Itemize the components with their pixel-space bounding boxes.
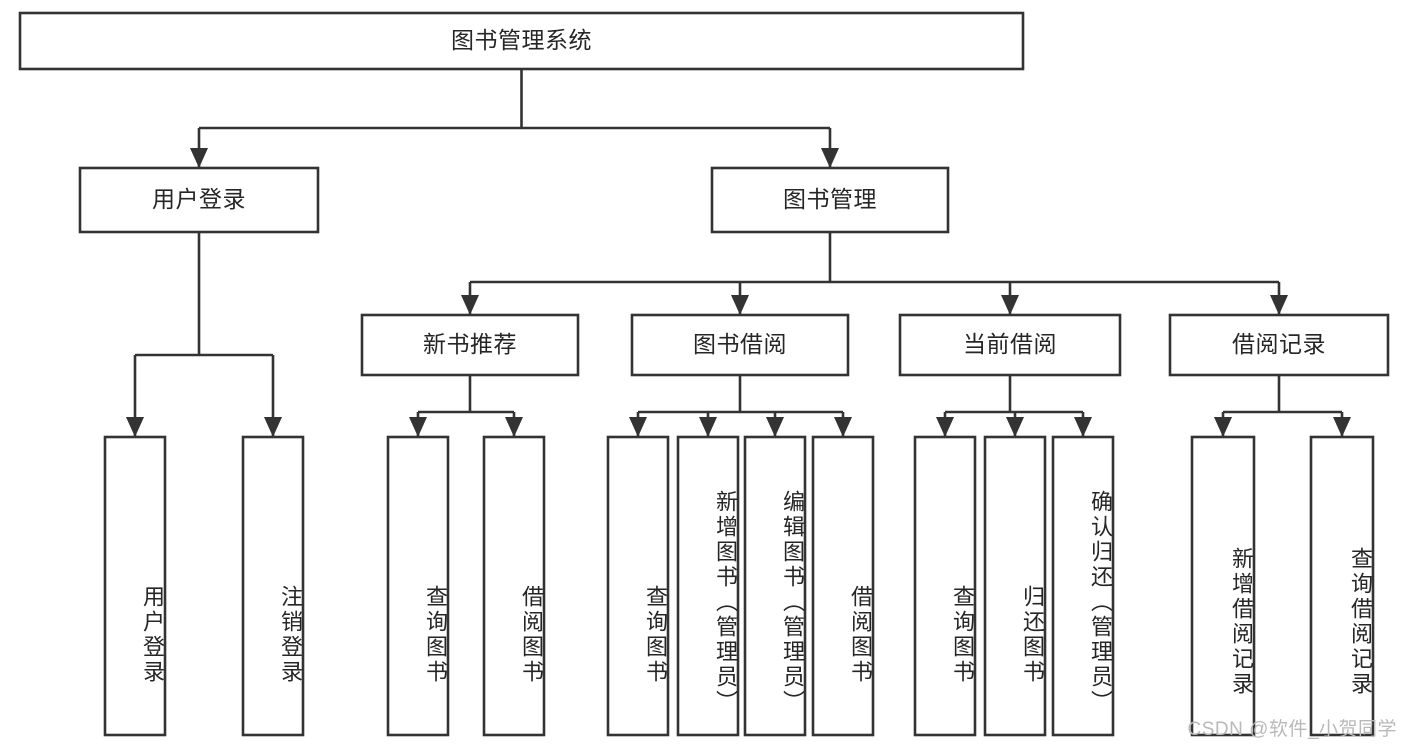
node-box-leaf-query-borrow-record[interactable]: [1309, 435, 1375, 737]
node-box-root[interactable]: [18, 11, 1025, 71]
connector-arrow-icon: [1333, 417, 1351, 437]
node-user-login[interactable]: [80, 168, 318, 232]
node-box-leaf-add-book-admin[interactable]: [676, 435, 740, 737]
node-leaf-query-borrow-record[interactable]: [1311, 437, 1373, 735]
connector-arrow-icon: [699, 417, 717, 437]
connector-arrow-icon: [461, 295, 479, 315]
node-new-book-recommend[interactable]: [362, 315, 578, 375]
connector-arrow-icon: [1006, 417, 1024, 437]
connector-arrow-icon: [731, 295, 749, 315]
connector-arrow-icon: [505, 417, 523, 437]
connector-arrow-icon: [409, 417, 427, 437]
node-box-leaf-confirm-return-admin[interactable]: [1051, 435, 1115, 737]
node-leaf-return-book[interactable]: [985, 437, 1045, 735]
node-leaf-logout[interactable]: [243, 437, 303, 735]
node-box-borrow-record[interactable]: [1168, 313, 1390, 377]
connector-arrow-icon: [1214, 417, 1232, 437]
node-leaf-query-book-recommend[interactable]: [388, 437, 448, 735]
node-box-leaf-user-login[interactable]: [103, 435, 167, 737]
node-leaf-borrow-book-recommend[interactable]: [484, 437, 544, 735]
node-box-leaf-borrow-book[interactable]: [811, 435, 875, 737]
connector-arrow-icon: [126, 417, 144, 437]
node-leaf-query-book-borrow[interactable]: [608, 437, 668, 735]
connector-arrow-icon: [190, 148, 208, 168]
node-box-current-borrow[interactable]: [898, 313, 1122, 377]
node-leaf-add-book-admin[interactable]: [678, 437, 738, 735]
node-book-borrow[interactable]: [632, 315, 848, 375]
node-box-new-book-recommend[interactable]: [360, 313, 580, 377]
connector-arrow-icon: [264, 417, 282, 437]
node-leaf-query-book-current[interactable]: [915, 437, 975, 735]
node-borrow-record[interactable]: [1170, 315, 1388, 375]
node-leaf-user-login[interactable]: [105, 437, 165, 735]
node-box-leaf-edit-book-admin[interactable]: [743, 435, 807, 737]
node-box-leaf-query-book-borrow[interactable]: [606, 435, 670, 737]
connector-arrow-icon: [629, 417, 647, 437]
node-box-book-borrow[interactable]: [630, 313, 850, 377]
node-book-management[interactable]: [712, 168, 948, 232]
node-leaf-borrow-book[interactable]: [813, 437, 873, 735]
node-leaf-edit-book-admin[interactable]: [745, 437, 805, 735]
node-box-user-login[interactable]: [78, 166, 320, 234]
node-root[interactable]: [20, 13, 1023, 69]
node-box-leaf-logout[interactable]: [241, 435, 305, 737]
node-box-book-management[interactable]: [710, 166, 950, 234]
connector-arrow-icon: [766, 417, 784, 437]
node-box-leaf-query-book-current[interactable]: [913, 435, 977, 737]
node-current-borrow[interactable]: [900, 315, 1120, 375]
connector-arrow-icon: [1074, 417, 1092, 437]
node-box-leaf-borrow-book-recommend[interactable]: [482, 435, 546, 737]
node-leaf-add-borrow-record[interactable]: [1192, 437, 1254, 735]
node-box-leaf-add-borrow-record[interactable]: [1190, 435, 1256, 737]
connector-arrow-icon: [821, 148, 839, 168]
csdn-watermark: CSDN @软件_小贺同学: [1187, 719, 1397, 740]
connector-arrow-icon: [936, 417, 954, 437]
connector-arrow-icon: [834, 417, 852, 437]
connector-arrow-icon: [1270, 295, 1288, 315]
node-box-leaf-return-book[interactable]: [983, 435, 1047, 737]
connector-arrow-icon: [1001, 295, 1019, 315]
node-leaf-confirm-return-admin[interactable]: [1053, 437, 1113, 735]
node-box-leaf-query-book-recommend[interactable]: [386, 435, 450, 737]
